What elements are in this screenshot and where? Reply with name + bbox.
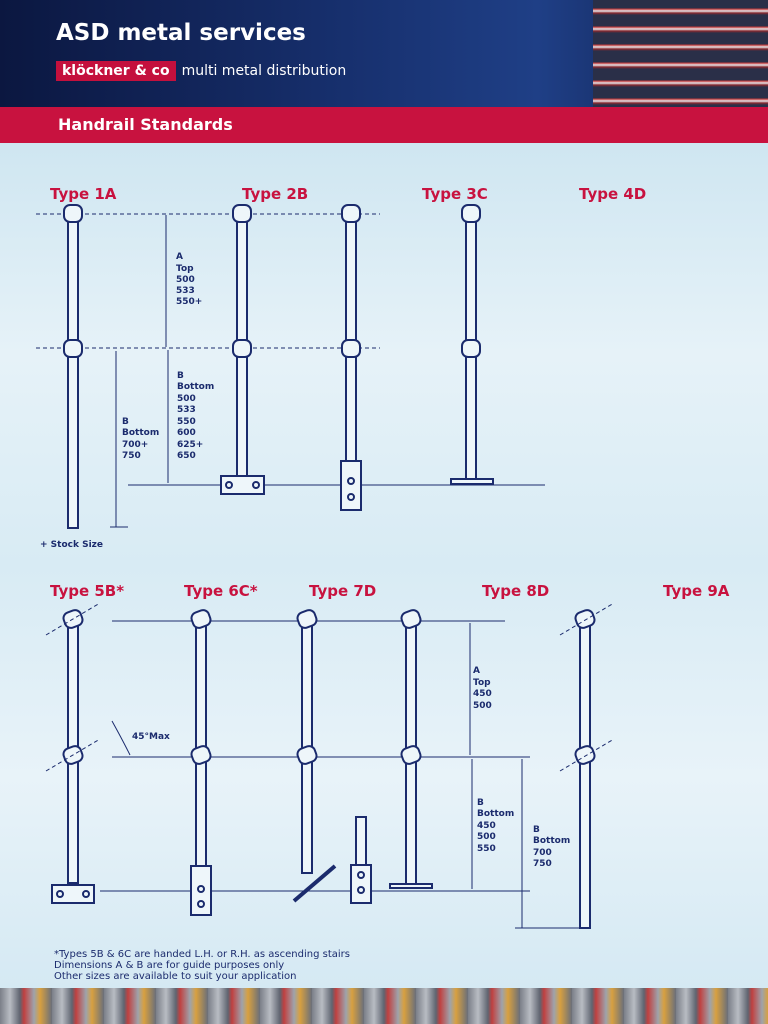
- handrail-diagram: Type 1A Type 2B Type 3C Type 4D: [36, 185, 730, 982]
- svg-text:533: 533: [176, 286, 195, 296]
- svg-text:450: 450: [473, 689, 492, 699]
- footnotes: *Types 5B & 6C are handed L.H. or R.H. a…: [54, 949, 350, 982]
- dim-b-bottom-right-row2: B Bottom 700 750: [533, 825, 570, 869]
- type-label-3c: Type 3C: [422, 185, 488, 203]
- post-type-2b: [220, 204, 265, 495]
- svg-text:550+: 550+: [176, 297, 202, 307]
- post-type-6c: [190, 609, 212, 916]
- svg-text:B: B: [477, 798, 484, 808]
- post-type-9a: [559, 602, 615, 929]
- svg-text:B: B: [533, 825, 540, 835]
- company-title: ASD metal services: [56, 20, 306, 46]
- brand-line: klöckner & co multi metal distribution: [56, 59, 346, 82]
- metal-products-strip: [0, 988, 768, 1024]
- brand-tag: klöckner & co: [56, 60, 176, 81]
- svg-text:550: 550: [477, 844, 496, 854]
- post-type-8d: [350, 609, 433, 904]
- svg-text:Dimensions A & B are for guide: Dimensions A & B are for guide purposes …: [54, 960, 284, 971]
- svg-text:500: 500: [473, 701, 492, 711]
- svg-text:Other sizes are available to s: Other sizes are available to suit your a…: [54, 971, 297, 982]
- svg-text:A: A: [473, 666, 480, 676]
- section-title: Handrail Standards: [58, 115, 233, 134]
- svg-text:Bottom: Bottom: [533, 836, 570, 846]
- header: ASD metal services klöckner & co multi m…: [0, 0, 768, 107]
- type-label-8d: Type 8D: [482, 582, 549, 600]
- angle-label: 45°Max: [132, 732, 170, 742]
- svg-text:700: 700: [533, 848, 552, 858]
- svg-text:Bottom: Bottom: [177, 382, 214, 392]
- svg-text:650: 650: [177, 451, 196, 461]
- dim-b-bottom-left-row2: B Bottom 450 500 550: [477, 798, 514, 854]
- svg-text:450: 450: [477, 821, 496, 831]
- svg-text:533: 533: [177, 405, 196, 415]
- post-type-1a: [63, 204, 83, 529]
- svg-text:Bottom: Bottom: [477, 809, 514, 819]
- stock-size-note: + Stock Size: [40, 540, 103, 550]
- dim-a-top-row1: A Top 500 533 550+: [176, 252, 202, 307]
- svg-text:A: A: [176, 252, 183, 262]
- post-type-3c: [340, 204, 362, 511]
- svg-text:*Types 5B & 6C are handed L.H.: *Types 5B & 6C are handed L.H. or R.H. a…: [54, 949, 350, 960]
- drawing-background: [0, 143, 768, 988]
- section-band: Handrail Standards: [0, 107, 768, 143]
- angle-arc: [111, 720, 131, 756]
- metal-rods-image: [593, 0, 768, 107]
- svg-text:B: B: [177, 371, 184, 381]
- svg-text:500: 500: [477, 832, 496, 842]
- dim-b-bottom-left-row1: B Bottom 700+ 750: [122, 417, 159, 461]
- post-type-7d: [292, 609, 337, 903]
- type-label-2b: Type 2B: [242, 185, 308, 203]
- type-label-6c: Type 6C*: [184, 582, 258, 600]
- svg-text:625+: 625+: [177, 440, 203, 450]
- svg-text:700+: 700+: [122, 440, 148, 450]
- svg-text:500: 500: [177, 394, 196, 404]
- post-type-4d: [450, 204, 494, 485]
- post-type-5b: [45, 602, 101, 904]
- type-label-4d: Type 4D: [579, 185, 646, 203]
- svg-text:550: 550: [177, 417, 196, 427]
- type-label-7d: Type 7D: [309, 582, 376, 600]
- type-label-9a: Type 9A: [663, 582, 730, 600]
- svg-text:Top: Top: [176, 264, 194, 274]
- svg-text:B: B: [122, 417, 129, 427]
- svg-text:Bottom: Bottom: [122, 428, 159, 438]
- brand-subtitle: multi metal distribution: [181, 62, 347, 79]
- type-label-5b: Type 5B*: [50, 582, 124, 600]
- dim-a-top-row2: A Top 450 500: [473, 666, 492, 711]
- svg-text:Top: Top: [473, 678, 491, 688]
- svg-text:600: 600: [177, 428, 196, 438]
- svg-text:500: 500: [176, 275, 195, 285]
- dim-b-bottom-row1: B Bottom 500 533 550 600 625+ 650: [177, 371, 214, 461]
- type-label-1a: Type 1A: [50, 185, 117, 203]
- svg-text:750: 750: [533, 859, 552, 869]
- svg-text:750: 750: [122, 451, 141, 461]
